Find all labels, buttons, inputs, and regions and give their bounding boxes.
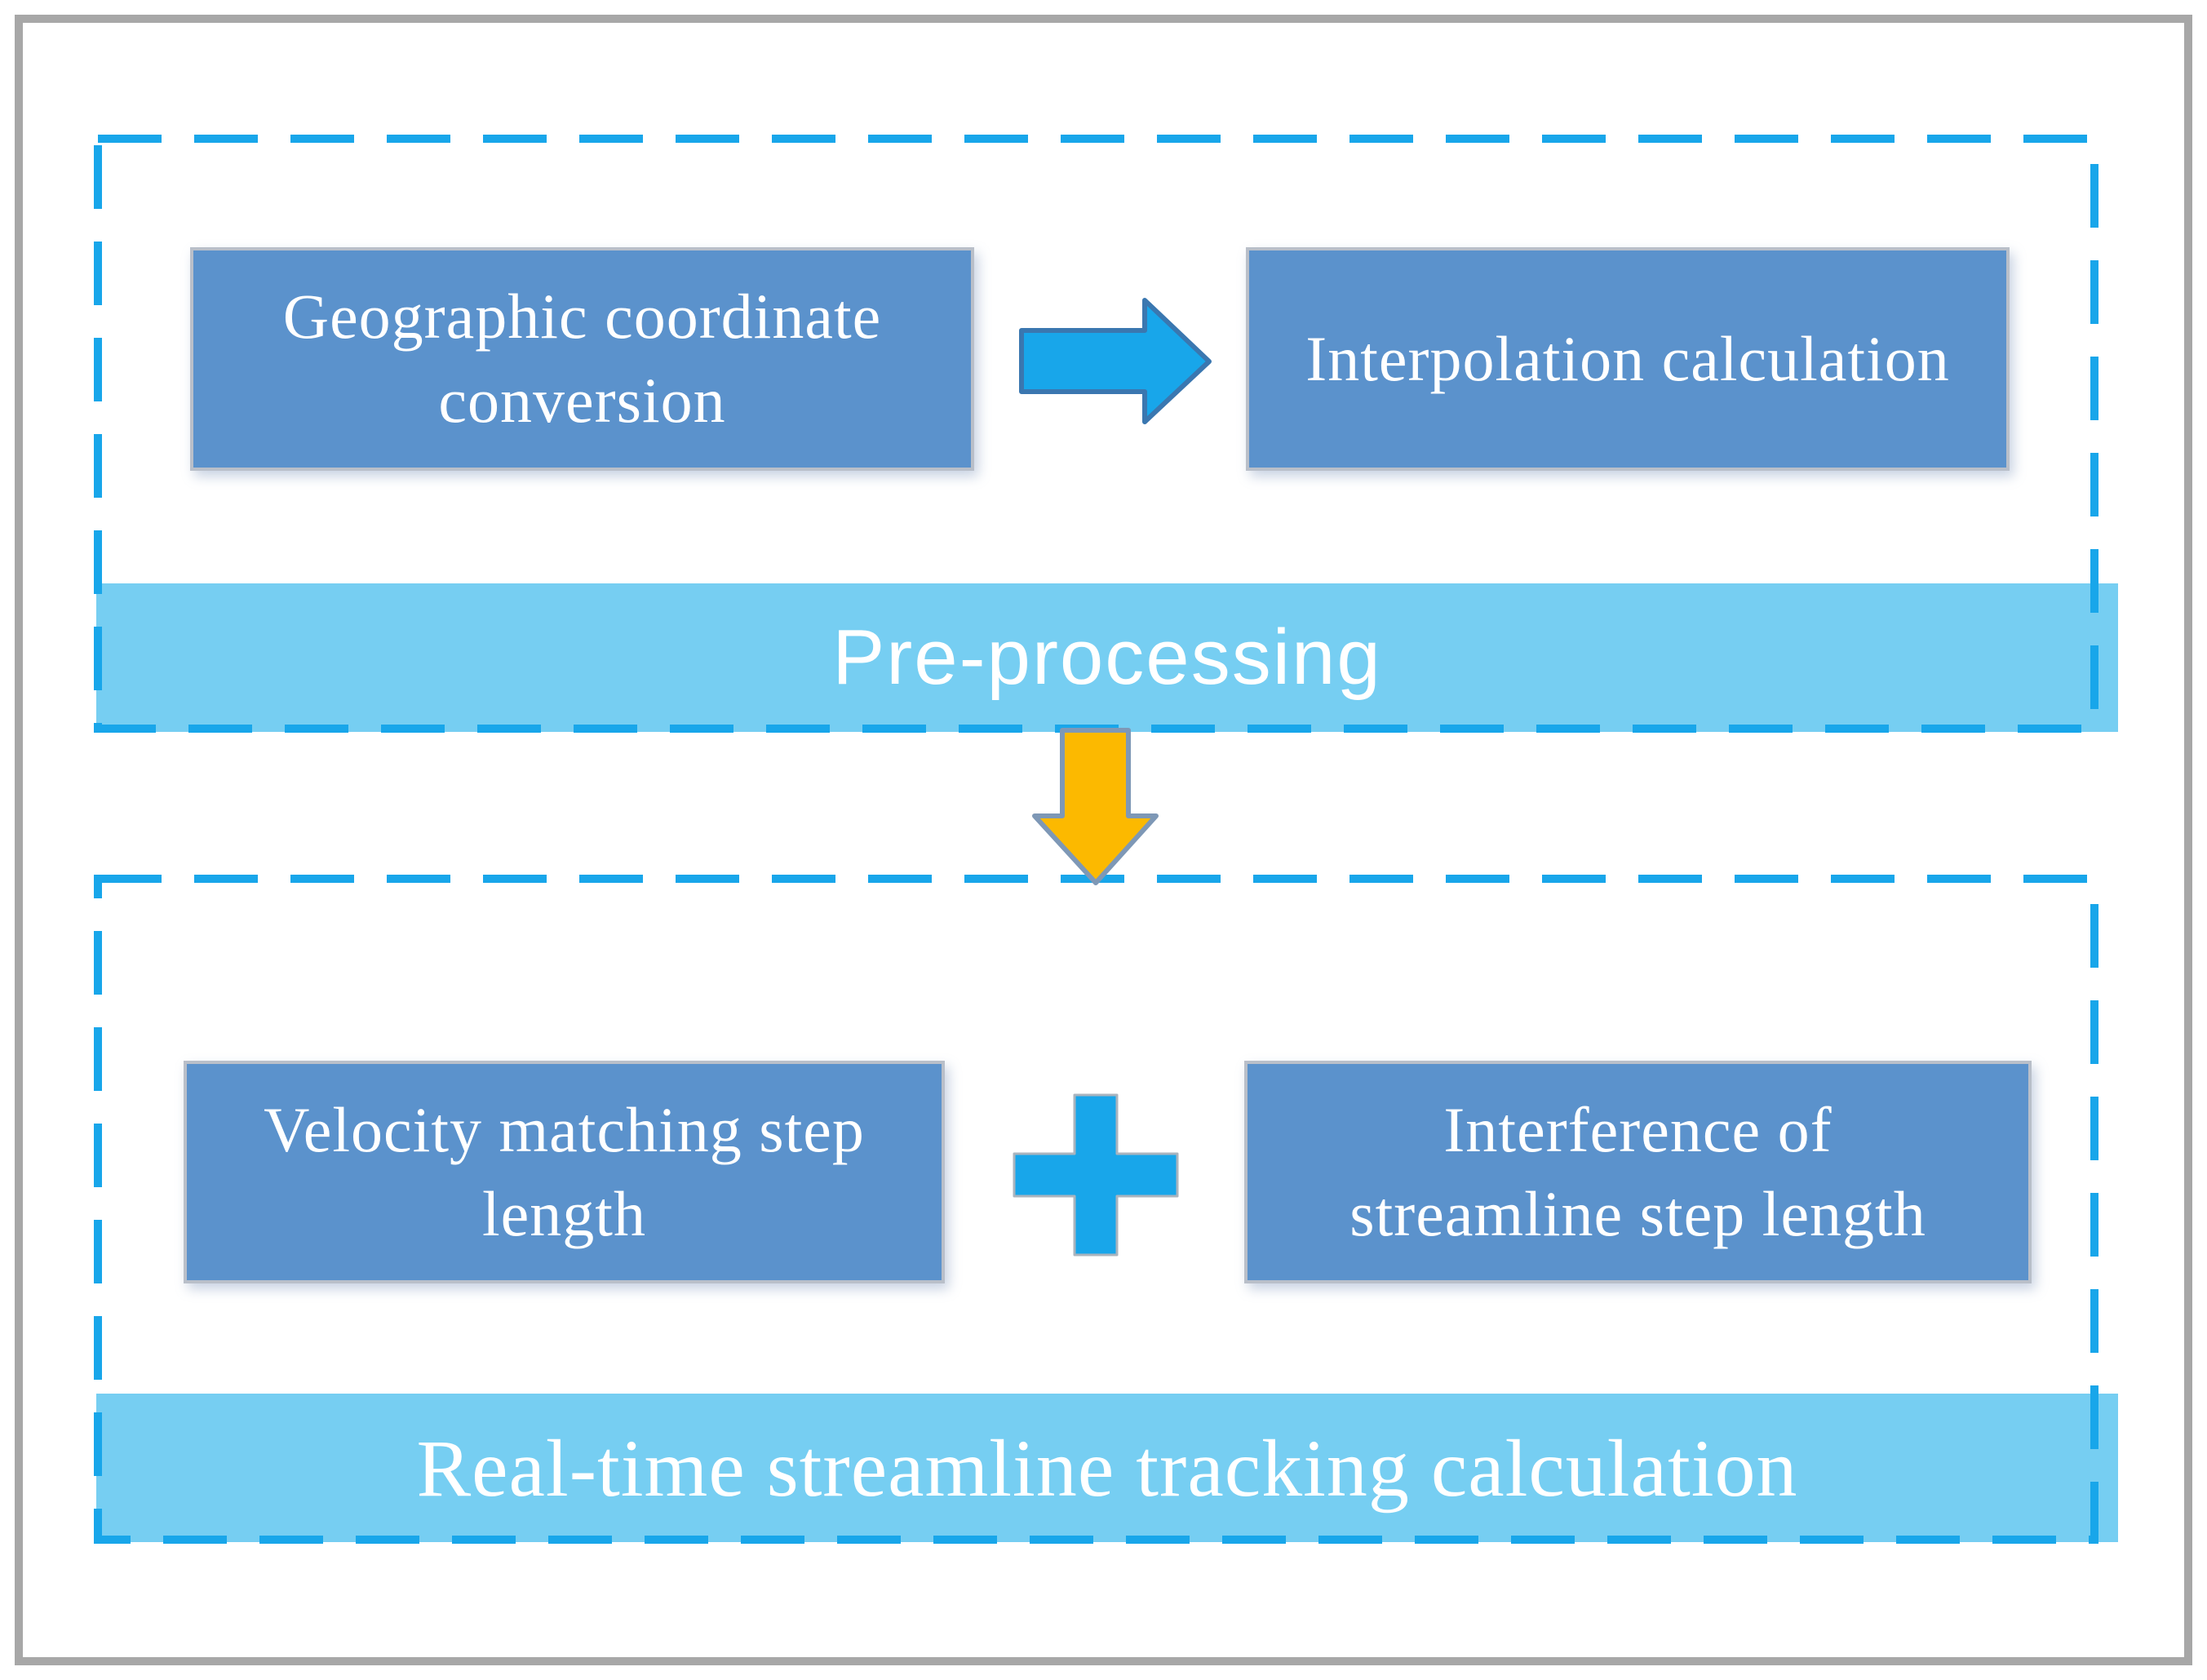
pre-processing-band-label: Pre-processing	[832, 614, 1382, 701]
velocity-matching-step-length-box: Velocity matching step length	[184, 1061, 945, 1283]
plus-icon	[1013, 1093, 1179, 1257]
box-text-line: Geographic coordinate	[282, 281, 882, 352]
box-text-line: Interference of	[1443, 1093, 1833, 1165]
box-text-line: streamline step length	[1349, 1177, 1926, 1249]
box-text-line: Velocity matching step	[264, 1093, 865, 1165]
box-text-line: length	[482, 1177, 646, 1249]
pre-processing-band: Pre-processing	[96, 583, 2118, 732]
down-arrow-icon	[1032, 728, 1159, 885]
geographic-coordinate-conversion-box: Geographic coordinate conversion	[190, 247, 974, 471]
interpolation-calculation-box: Interpolation calculation	[1246, 247, 2010, 471]
interference-streamline-step-length-box: Interference of streamline step length	[1244, 1061, 2032, 1283]
box-text-line: Interpolation calculation	[1305, 322, 1950, 394]
realtime-tracking-band: Real-time streamline tracking calculatio…	[96, 1394, 2118, 1542]
realtime-tracking-band-label: Real-time streamline tracking calculatio…	[416, 1422, 1798, 1514]
right-arrow-icon	[1019, 298, 1212, 424]
box-text-line: conversion	[438, 365, 726, 436]
